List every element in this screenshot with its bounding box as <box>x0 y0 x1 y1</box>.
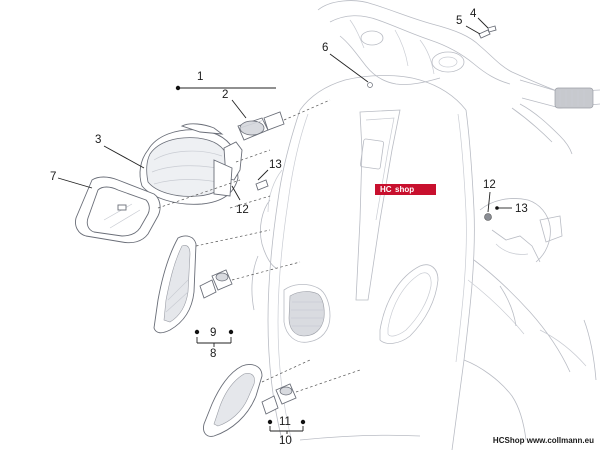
callout-6: 6 <box>322 42 328 54</box>
callout-10: 10 <box>279 435 292 447</box>
callout-8: 8 <box>210 348 216 360</box>
callout-leaders <box>57 17 512 434</box>
callout-11: 11 <box>279 416 291 428</box>
hcshop-watermark: HC shop <box>375 184 436 195</box>
callout-13-left: 13 <box>269 159 282 171</box>
callout-7: 7 <box>50 171 56 183</box>
callout-3: 3 <box>95 134 101 146</box>
callout-13-right: 13 <box>515 203 528 215</box>
headlight-lens <box>75 176 161 244</box>
footer-credit: HCShop www.collmann.eu <box>493 436 594 445</box>
watermark-shop: shop <box>395 184 415 194</box>
callout-1: 1 <box>197 71 203 83</box>
assembly-lines <box>157 99 361 393</box>
right-turn-signal <box>203 364 297 437</box>
callout-4: 4 <box>470 8 477 20</box>
headlight-assembly <box>139 123 243 205</box>
callout-5: 5 <box>456 15 462 27</box>
fasteners <box>255 25 497 221</box>
callout-12-left: 12 <box>236 204 249 216</box>
headlight-bulb <box>237 111 285 141</box>
footer-site: www.collmann.eu <box>526 436 594 445</box>
callout-12-right: 12 <box>483 179 496 191</box>
callout-2: 2 <box>222 89 228 101</box>
scooter-body-outline <box>251 0 600 451</box>
left-turn-signal <box>153 235 233 334</box>
callout-9: 9 <box>210 327 216 339</box>
watermark-hc: HC <box>380 184 392 194</box>
callout-numbers: 1 2 3 4 5 6 7 8 9 10 11 12 12 13 13 <box>50 8 528 447</box>
footer-brand: HCShop <box>492 436 525 445</box>
